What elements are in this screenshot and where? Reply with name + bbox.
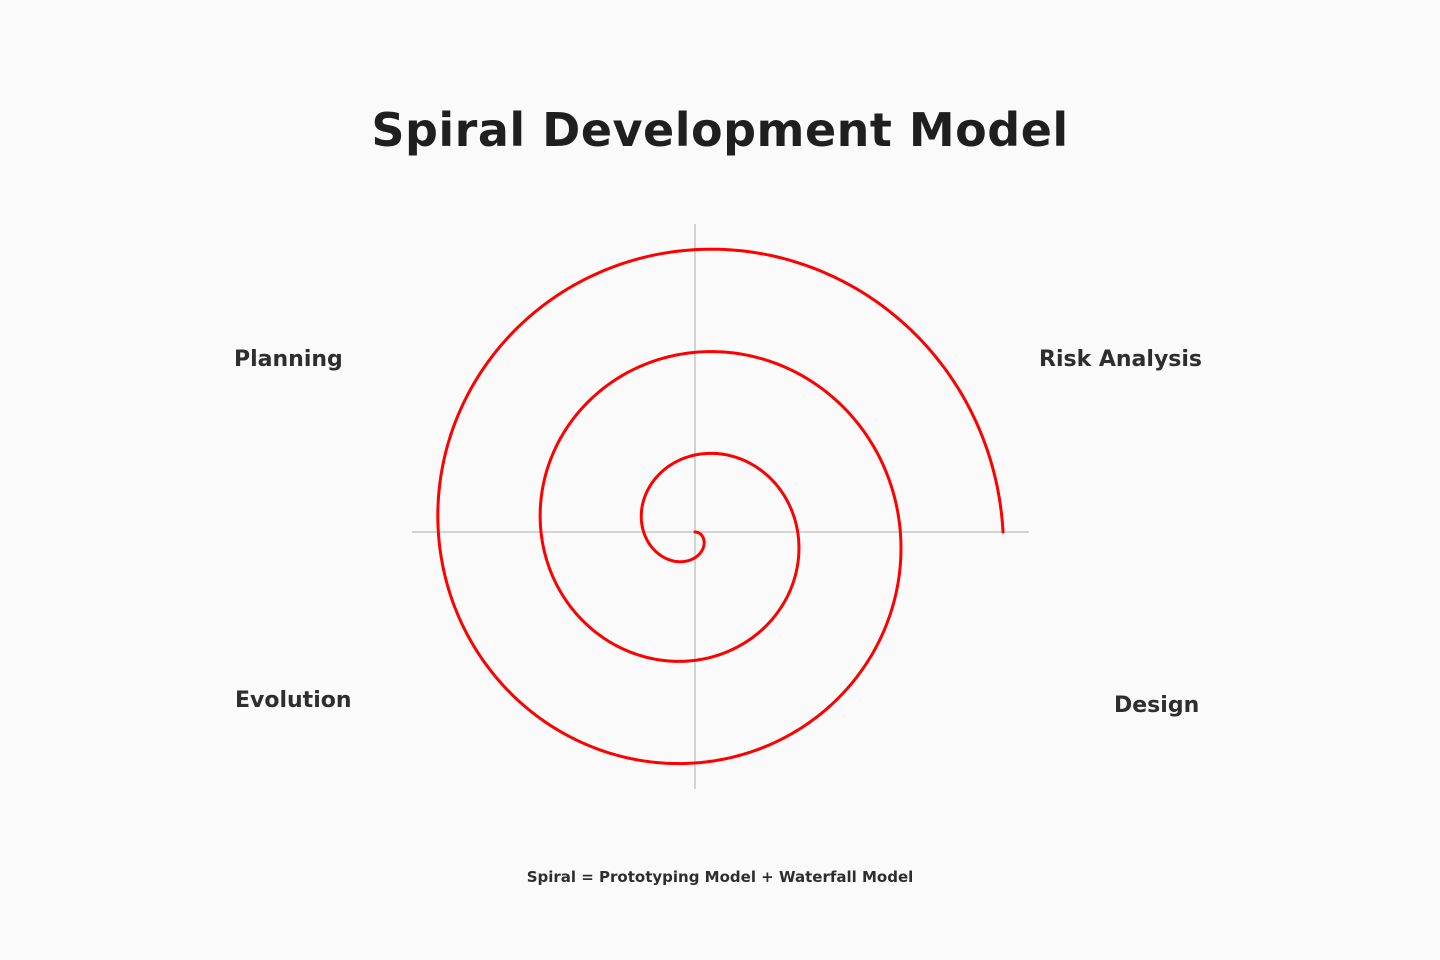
page-title: Spiral Development Model (371, 103, 1069, 157)
spiral-curve (436, 247, 1005, 766)
quadrant-label-risk-analysis: Risk Analysis (1039, 347, 1203, 372)
diagram-caption: Spiral = Prototyping Model + Waterfall M… (526, 868, 914, 886)
quadrant-label-design: Design (1114, 693, 1200, 718)
quadrant-label-evolution: Evolution (235, 688, 352, 713)
quadrant-label-planning: Planning (234, 347, 343, 372)
